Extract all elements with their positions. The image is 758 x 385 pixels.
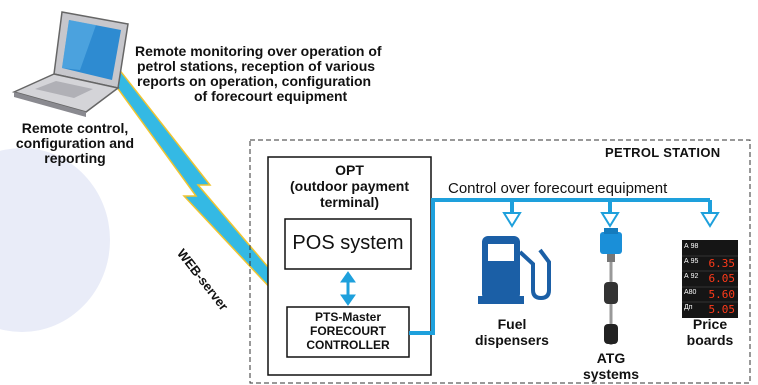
fuel-grade: А 95 bbox=[684, 258, 699, 265]
price-boards-label-line: Price bbox=[692, 316, 728, 332]
price-row: А 98 bbox=[684, 242, 736, 255]
remote-description-line: of forecourt equipment bbox=[194, 88, 348, 104]
remote-caption-line: Remote control, bbox=[21, 120, 129, 136]
remote-description-line: Remote monitoring over operation of bbox=[135, 43, 382, 59]
remote-description: Remote monitoring over operation of petr… bbox=[135, 44, 425, 104]
pos-box bbox=[284, 218, 412, 270]
atg-systems-label-line: systems bbox=[582, 366, 640, 382]
controller-label-line: CONTROLLER bbox=[306, 338, 390, 352]
controller-label-line: PTS-Master bbox=[314, 310, 382, 324]
controller-label-line: FORECOURT bbox=[310, 324, 386, 338]
price-boards-label-line: boards bbox=[686, 332, 734, 348]
remote-description-line: petrol stations, reception of various bbox=[137, 58, 376, 74]
remote-caption-line: reporting bbox=[44, 150, 106, 166]
fuel-pump-icon bbox=[478, 236, 551, 304]
fuel-grade: Дп bbox=[684, 304, 693, 311]
remote-description-line: reports on operation, configuration bbox=[137, 73, 372, 89]
fuel-dispensers-label: Fuel dispensers bbox=[462, 316, 562, 348]
controller-box bbox=[286, 306, 410, 358]
control-label: Control over forecourt equipment bbox=[448, 180, 668, 197]
fuel-price: 6.35 bbox=[708, 257, 736, 270]
station-border bbox=[249, 139, 751, 384]
opt-title: OPT (outdoor payment terminal) bbox=[268, 162, 431, 210]
price-row: А80 5.60 bbox=[684, 288, 736, 301]
fuel-price: 6.05 bbox=[708, 272, 736, 285]
fuel-grade: А 92 bbox=[684, 273, 699, 280]
fuel-dispensers-label-line: dispensers bbox=[475, 332, 549, 348]
opt-title-line: OPT bbox=[335, 162, 364, 178]
price-board-icon bbox=[682, 240, 738, 318]
atg-probe-icon bbox=[600, 228, 622, 345]
fuel-price: 5.60 bbox=[708, 288, 736, 301]
pos-controller-arrow bbox=[340, 271, 356, 306]
fuel-grade: А80 bbox=[684, 289, 697, 296]
price-row: А 95 6.35 bbox=[684, 257, 736, 270]
background-circle bbox=[0, 148, 110, 332]
pos-label: POS system bbox=[292, 232, 404, 254]
price-boards-label: Price boards bbox=[662, 316, 758, 348]
laptop-icon bbox=[11, 11, 129, 117]
remote-caption: Remote control, configuration and report… bbox=[0, 121, 150, 166]
opt-title-line: terminal) bbox=[319, 194, 380, 210]
price-board-rows: А 98 А 95 6.35 А 92 6.05 А80 5.60 Дп 5.0… bbox=[682, 240, 738, 318]
atg-systems-label-line: ATG bbox=[596, 350, 626, 366]
bus-arrowheads bbox=[502, 212, 720, 228]
fuel-dispensers-label-line: Fuel bbox=[497, 316, 527, 332]
price-row: Дп 5.05 bbox=[684, 303, 736, 316]
opt-title-line: (outdoor payment bbox=[290, 178, 409, 194]
fuel-grade: А 98 bbox=[684, 243, 699, 250]
remote-caption-line: configuration and bbox=[15, 135, 135, 151]
fuel-price: 5.05 bbox=[708, 303, 736, 316]
price-row: А 92 6.05 bbox=[684, 272, 736, 285]
control-bus bbox=[409, 198, 712, 335]
controller-label: PTS-Master FORECOURT CONTROLLER bbox=[287, 310, 409, 352]
station-label: PETROL STATION bbox=[605, 145, 721, 160]
atg-systems-label: ATG systems bbox=[563, 350, 659, 382]
